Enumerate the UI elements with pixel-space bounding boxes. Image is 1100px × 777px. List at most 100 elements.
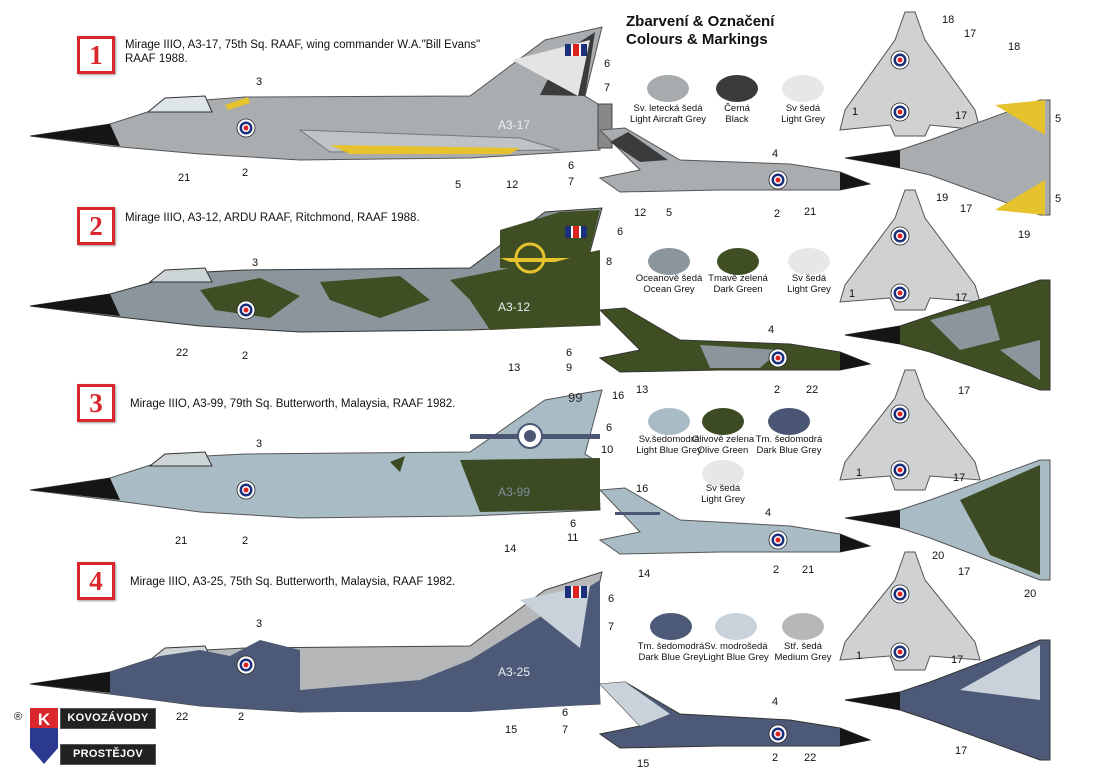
callout: 22: [176, 347, 189, 359]
variant-3-caption: Mirage IIIO, A3-99, 79th Sq. Butterworth…: [130, 398, 456, 410]
callout: 20: [1024, 588, 1037, 600]
callout: 17: [964, 28, 977, 40]
callout: 5: [1055, 113, 1062, 125]
callout: 4: [765, 507, 772, 519]
callout: 21: [802, 564, 815, 576]
callout: 17: [955, 745, 968, 757]
color-swatch: [717, 248, 759, 275]
color-swatch: [702, 408, 744, 435]
callout: 6: [566, 347, 573, 359]
callout: 18: [1008, 41, 1021, 53]
callout: 6: [617, 226, 624, 238]
callout: 12: [634, 207, 647, 219]
variant-1-caption-line2: RAAF 1988.: [125, 53, 188, 65]
aircraft-4-small-side: [598, 681, 872, 749]
callout: 18: [942, 14, 955, 26]
callout: 3: [252, 257, 259, 269]
callout: 7: [562, 724, 569, 736]
callout: 17: [960, 203, 973, 215]
callout: 7: [568, 176, 575, 188]
callout: 1: [849, 288, 856, 300]
callout: 17: [958, 385, 971, 397]
callout: 2: [772, 752, 779, 764]
color-swatch: [715, 613, 757, 640]
callout: 20: [932, 550, 945, 562]
aircraft-2-side: [29, 207, 603, 333]
callout: 4: [768, 324, 775, 336]
callout: 2: [242, 535, 249, 547]
callout: 7: [604, 82, 611, 94]
callout: 3: [256, 438, 263, 450]
callout: 16: [636, 483, 649, 495]
aircraft-3-side: [29, 389, 603, 519]
callout: 6: [608, 593, 615, 605]
callout: 13: [508, 362, 521, 374]
callout: 6: [570, 518, 577, 530]
callout: 16: [612, 390, 625, 402]
logo-text-top: KOVOZÁVODY: [60, 708, 156, 729]
callout: 2: [774, 208, 781, 220]
callout: 3: [256, 618, 263, 630]
callout: 17: [955, 110, 968, 122]
color-swatch: [648, 248, 690, 275]
aircraft-3-under-view: [844, 459, 1051, 581]
color-swatch: [716, 75, 758, 102]
color-swatch: [782, 613, 824, 640]
variant-4-caption: Mirage IIIO, A3-25, 75th Sq. Butterworth…: [130, 576, 456, 588]
registered-mark: ®: [14, 711, 23, 723]
color-swatch: [648, 408, 690, 435]
variant-2-caption: Mirage IIIO, A3-12, ARDU RAAF, Ritchmond…: [125, 212, 420, 224]
variant-badge-4: 4: [77, 562, 115, 600]
aircraft-2-under-view: [844, 279, 1051, 391]
logo-text-bottom: PROSTĚJOV: [60, 744, 156, 765]
variant-badge-2: 2: [77, 207, 115, 245]
colours-title-english: Colours & Markings: [626, 31, 768, 48]
callout: 14: [638, 568, 651, 580]
aircraft-2-top-view: [839, 189, 981, 311]
colours-title-czech: Zbarvení & Označení: [626, 13, 775, 30]
callout: 2: [242, 350, 249, 362]
variant-1-caption-line1: Mirage IIIO, A3-17, 75th Sq. RAAF, wing …: [125, 39, 481, 51]
callout: 17: [951, 654, 964, 666]
callout: 2: [238, 711, 245, 723]
callout: 6: [606, 422, 613, 434]
callout: 6: [562, 707, 569, 719]
callout: 6: [568, 160, 575, 172]
callout: 15: [505, 724, 518, 736]
aircraft-3-small-side: [598, 487, 872, 555]
callout: 17: [958, 566, 971, 578]
callout: 1: [856, 467, 863, 479]
aircraft-1-under-view: [844, 99, 1051, 216]
callout: 14: [504, 543, 517, 555]
callout: 5: [666, 207, 673, 219]
variant-badge-3: 3: [77, 384, 115, 422]
color-swatch: [788, 248, 830, 275]
callout: 19: [1018, 229, 1031, 241]
logo-letter: K: [38, 710, 51, 729]
aircraft-4-under-view: [844, 639, 1051, 761]
callout: 17: [955, 292, 968, 304]
callout: 22: [804, 752, 817, 764]
callout: 7: [608, 621, 615, 633]
callout: 3: [256, 76, 263, 88]
callout: 1: [856, 650, 863, 662]
variant-4-serial: A3-25: [498, 665, 531, 679]
aircraft-1-side: [29, 26, 613, 161]
callout: 10: [601, 444, 614, 456]
callout: 5: [1055, 193, 1062, 205]
variant-3-serial: A3-99: [498, 485, 531, 499]
variant-badge-1: 1: [77, 36, 115, 74]
color-swatch: [768, 408, 810, 435]
